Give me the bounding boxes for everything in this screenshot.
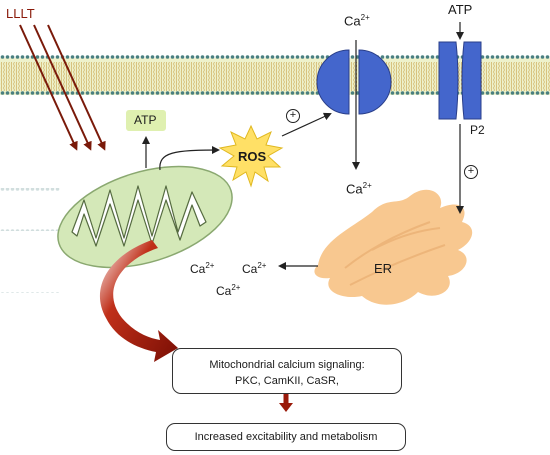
endoplasmic-reticulum — [314, 189, 473, 305]
signaling-box-line2: PKC, CamKII, CaSR, — [235, 375, 339, 387]
mitochondrion — [57, 165, 233, 269]
p2-label: P2 — [470, 123, 485, 137]
calcium-released-label-2: Ca2+ — [242, 261, 267, 276]
er-label: ER — [374, 261, 393, 276]
lllt-label: LLLT — [6, 6, 35, 21]
calcium-channel-label: Ca2+ — [344, 13, 370, 29]
p2-receptor — [438, 41, 482, 120]
signaling-box-line1: Mitochondrial calcium signaling: — [209, 359, 365, 371]
calcium-channel — [316, 49, 392, 115]
outcome-text: Increased excitability and metabolism — [194, 431, 378, 443]
calcium-released-label-1: Ca2+ — [190, 261, 215, 276]
faint-membrane-traces — [0, 188, 60, 295]
mitochondria-to-signaling-arrow — [99, 240, 178, 362]
flow-arrows — [142, 22, 464, 270]
ros-label: ROS — [238, 149, 267, 164]
box-connector-arrowhead — [279, 403, 293, 412]
signaling-box: Mitochondrial calcium signaling: PKC, Ca… — [172, 348, 402, 394]
calcium-released-label-3: Ca2+ — [216, 283, 241, 298]
calcium-cytosol-label: Ca2+ — [346, 181, 372, 197]
laser-beams — [19, 24, 106, 151]
er-folds — [344, 221, 446, 286]
plus-sign-p2: + — [467, 165, 475, 177]
plus-circle-channel — [286, 109, 300, 123]
atp-receptor-label: ATP — [448, 2, 473, 17]
atp-badge — [126, 110, 166, 131]
plus-sign-channel: + — [289, 109, 297, 121]
outcome-box: Increased excitability and metabolism — [166, 423, 406, 451]
atp-mitochondria-label: ATP — [134, 113, 157, 127]
plus-circle-p2 — [464, 165, 478, 179]
ros-burst — [218, 124, 284, 188]
